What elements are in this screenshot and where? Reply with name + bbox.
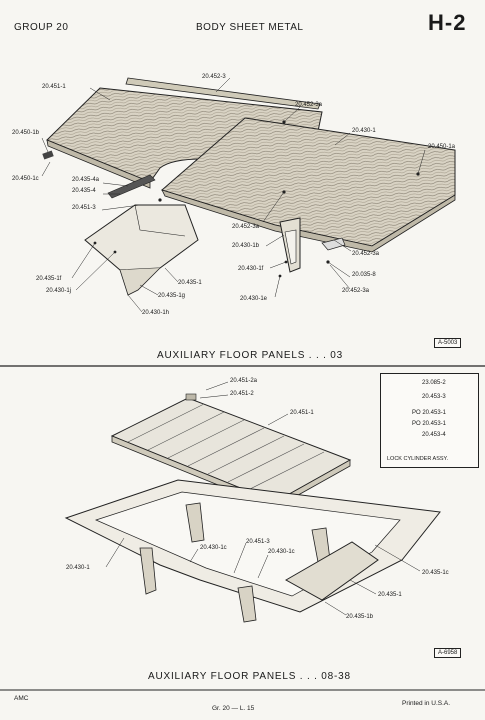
part-label: 20.451-3	[72, 205, 96, 211]
part-label: 20.451-3	[246, 539, 270, 545]
part-label: 20.450-1c	[12, 176, 39, 182]
lock-cylinder-inset	[380, 373, 479, 468]
part-label: 20.452-3a	[342, 288, 370, 294]
hinge-bracket	[279, 217, 301, 273]
part-label: 20.435-4a	[72, 177, 100, 183]
wood-floor-panel-rear	[160, 117, 456, 253]
part-label: 20.451-1	[290, 410, 314, 416]
part-label: 20.435-4	[72, 188, 96, 194]
part-label: 20.435-1c	[422, 570, 449, 576]
part-label: 20.430-1h	[142, 310, 170, 316]
page-id: H-2	[428, 10, 467, 35]
part-label: 20.452-3a	[352, 251, 380, 257]
panel-trim-strip	[125, 77, 321, 110]
group-label: GROUP 20	[14, 22, 69, 33]
figure-id: A-6958	[434, 648, 462, 658]
figure-caption: AUXILIARY FLOOR PANELS . . . 08-38	[148, 671, 351, 682]
floor-pan-frame	[64, 479, 441, 623]
part-label: 20.430-1	[352, 128, 376, 134]
footer-center: Gr. 20 — L. 15	[212, 705, 255, 712]
part-label: 20.435-1	[378, 592, 402, 598]
inset-label: 20.453-3	[422, 394, 446, 400]
part-label: 20.430-1e	[240, 296, 268, 302]
footer-right: Printed in U.S.A.	[402, 700, 451, 707]
part-label: 20.451-2	[230, 391, 254, 397]
part-label: 20.451-2a	[230, 378, 258, 384]
part-label: 20.450-1b	[12, 130, 40, 136]
part-label: 20.435-1g	[158, 293, 186, 299]
part-label: 20.450-1a	[428, 144, 456, 150]
part-label: 20.430-1	[66, 565, 90, 571]
inset-label: 20.453-4	[422, 432, 446, 438]
part-label: 20.430-1c	[200, 545, 227, 551]
part-label: 20.452-3a	[295, 102, 323, 108]
part-label: 20.435-1	[178, 280, 202, 286]
part-label: 20.451-1	[42, 84, 66, 90]
inset-label: PO 20.453-1	[412, 410, 447, 416]
inset-label: 23.085-2	[422, 380, 446, 386]
part-label: 20.035-8	[352, 272, 376, 278]
part-label: 20.435-1f	[36, 276, 62, 282]
part-label: 20.430-1j	[46, 288, 72, 294]
inset-label: PO 20.453-1	[412, 421, 447, 427]
part-label: 20.452-3	[202, 74, 226, 80]
figure-id: A-5003	[434, 338, 462, 348]
inset-caption: LOCK CYLINDER ASSY.	[387, 456, 449, 462]
part-label: 20.430-1b	[232, 243, 260, 249]
page-title: BODY SHEET METAL	[196, 22, 304, 33]
figure-caption: AUXILIARY FLOOR PANELS . . . 03	[157, 350, 343, 361]
part-label: 20.430-1c	[268, 549, 295, 555]
part-label: 20.435-1b	[346, 614, 374, 620]
part-label: 20.430-1f	[238, 266, 264, 272]
footer-left: AMC	[14, 695, 29, 702]
part-label: 20.452-3a	[232, 224, 260, 230]
